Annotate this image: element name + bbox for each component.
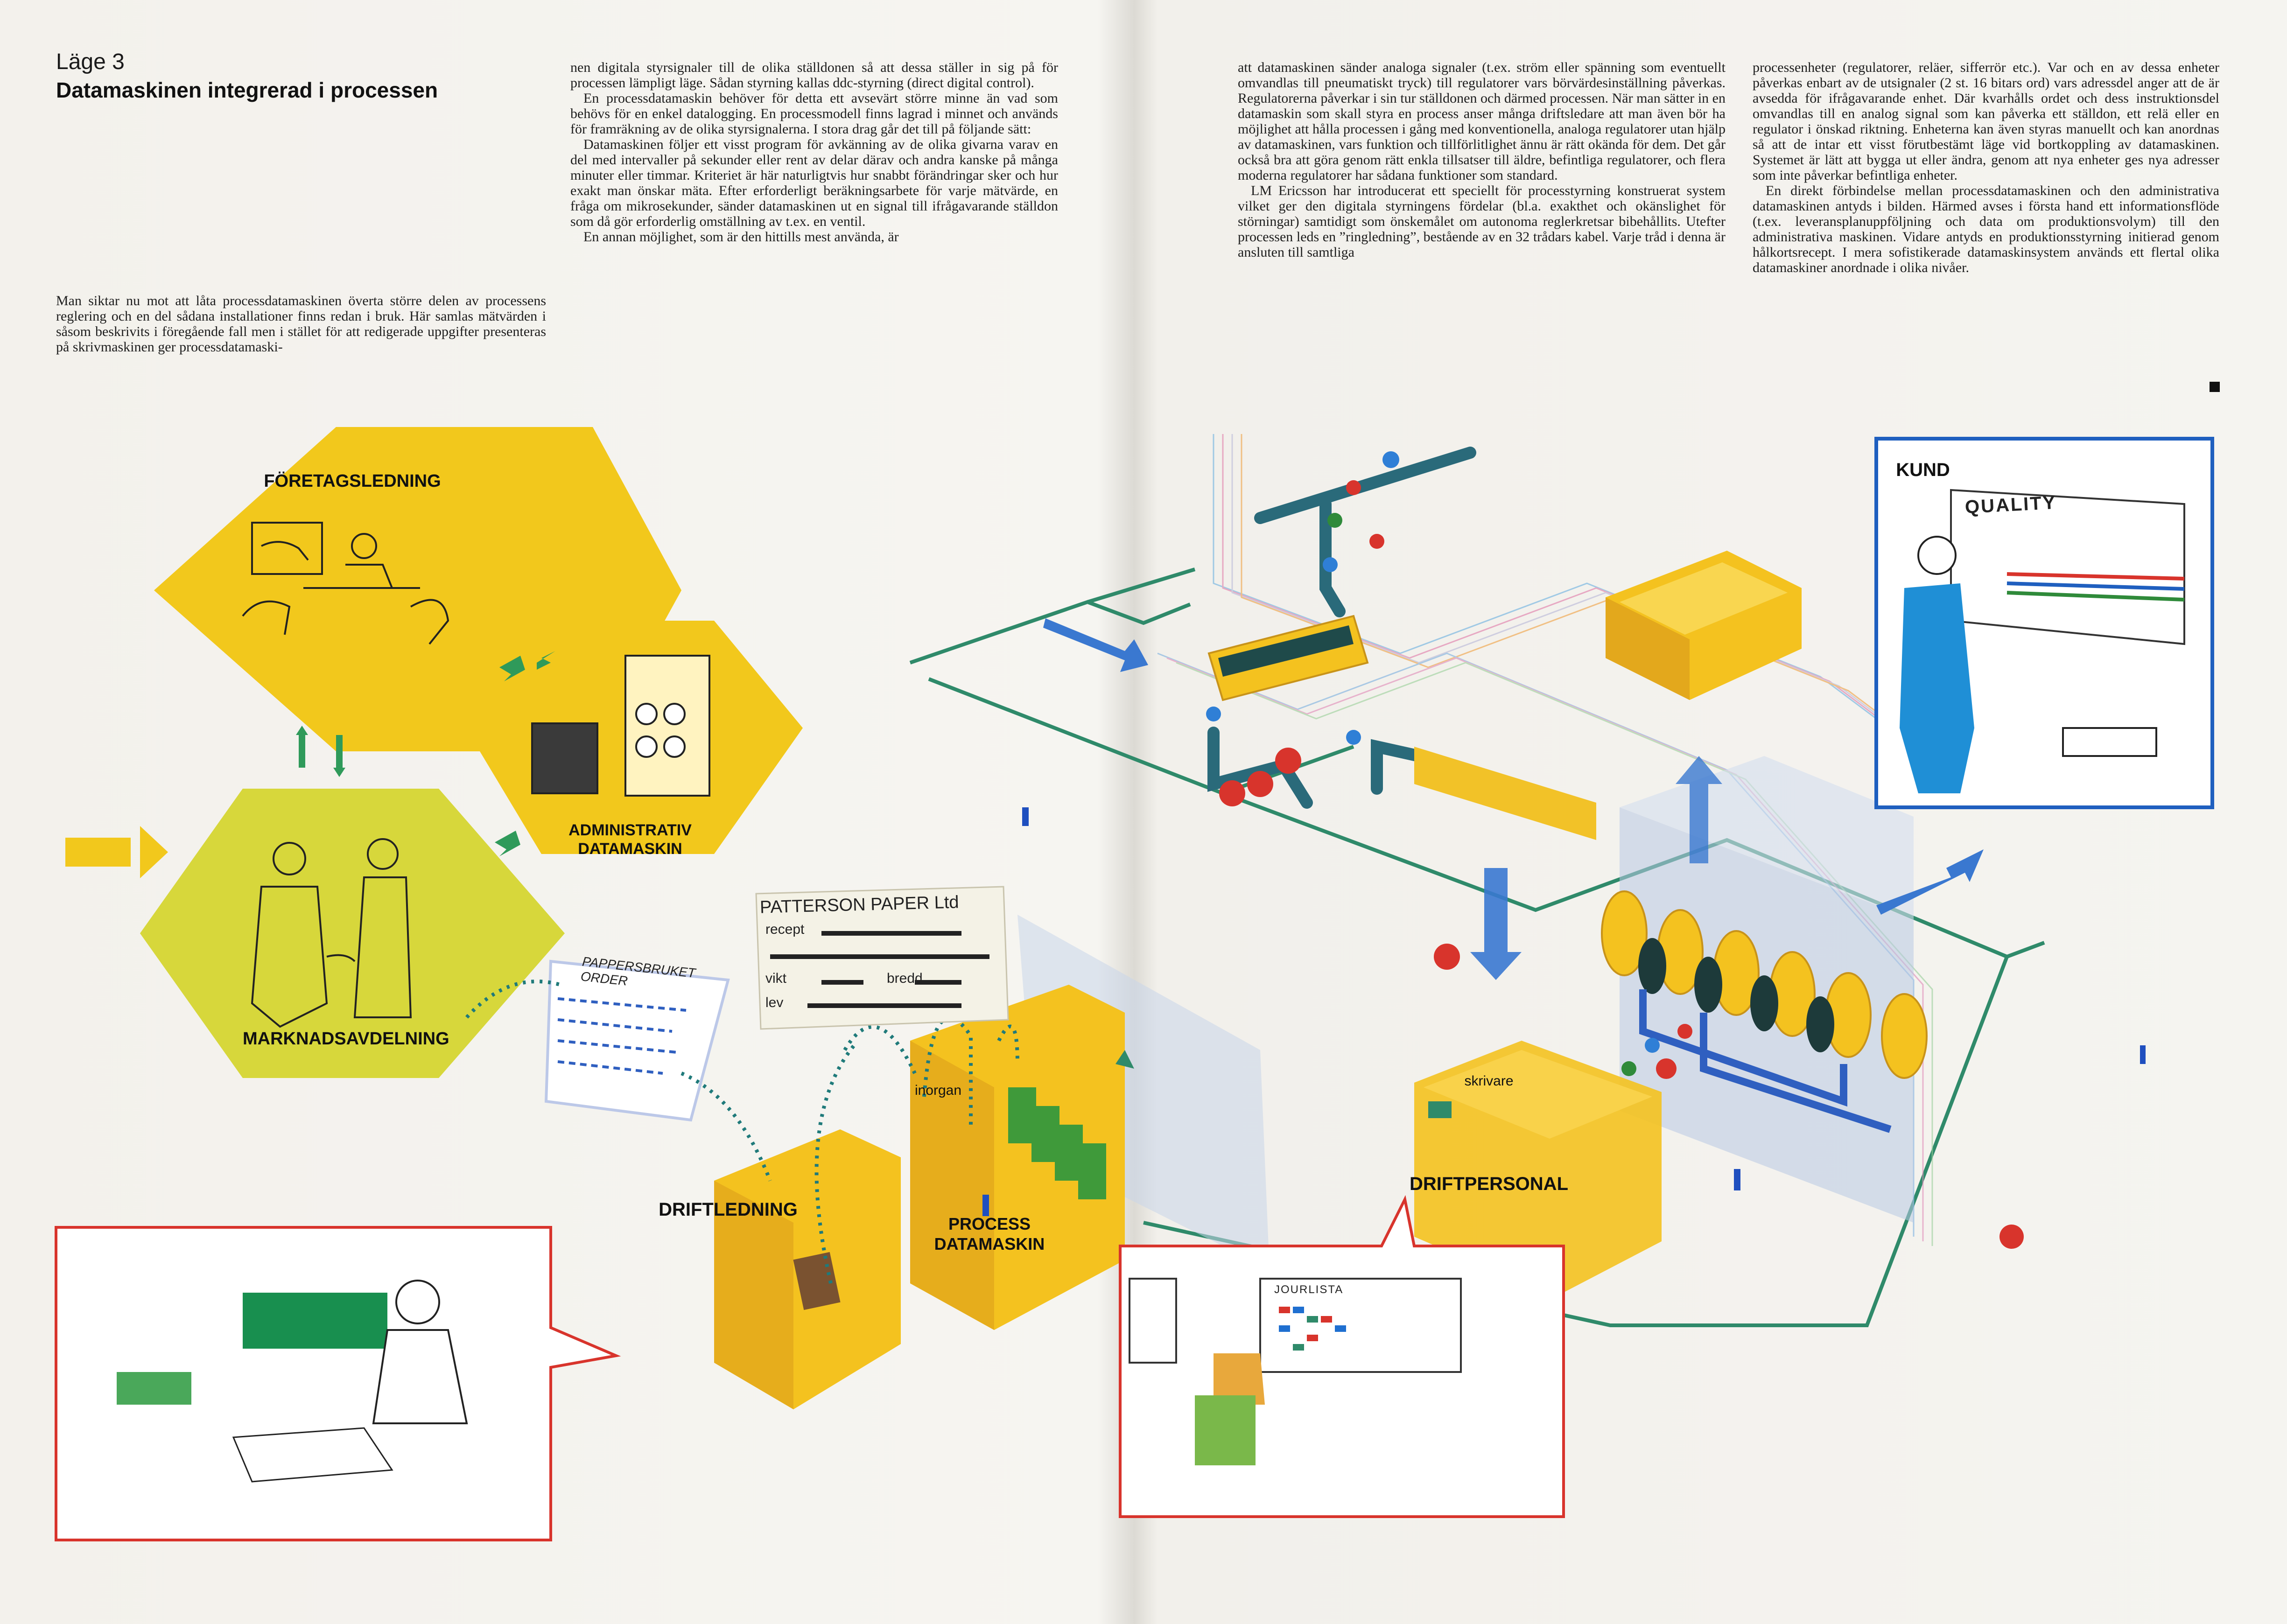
process-computer-label-1: PROCESS (948, 1214, 1031, 1233)
text-column-1: Man siktar nu mot att låta processdatama… (56, 293, 546, 355)
driftledning-callout (55, 1226, 621, 1541)
end-mark (2210, 382, 2220, 392)
pipework (1207, 447, 1476, 809)
order-card-recipe: recept (765, 922, 805, 937)
order-sheet (544, 959, 730, 1122)
green-wedge (1115, 1050, 1134, 1069)
operating-room-box (1414, 1041, 1662, 1297)
customer-panel (1874, 437, 2214, 809)
paragraph: nen digitala styrsignaler till de olika … (570, 60, 1058, 91)
flow-arrows (1043, 618, 1984, 980)
text-column-3: att datamaskinen sänder analoga signaler… (1238, 60, 1726, 260)
order-card-width: bredd (887, 971, 923, 986)
order-card-delivery: lev (765, 995, 784, 1010)
paragraph: Man siktar nu mot att låta processdatama… (56, 293, 546, 355)
section-heading: Läge 3 Datamaskinen integrerad i process… (56, 49, 438, 103)
printer-label: skrivare (1464, 1073, 1514, 1089)
process-computer-label-2: DATAMASKIN (934, 1234, 1045, 1253)
workers (982, 807, 2146, 1216)
paragraph: processenheter (regulatorer, reläer, sif… (1753, 60, 2219, 183)
order-card (755, 886, 1009, 1030)
signal-lines (909, 567, 2045, 1327)
sensors (1206, 451, 1692, 1076)
process-computer-box (910, 985, 1125, 1330)
log-board-title: JOURLISTA (1274, 1283, 1344, 1296)
paragraph: En direkt förbindelse mellan processdata… (1753, 183, 2219, 275)
marketing-label: MARKNADSAVDELNING (243, 1029, 449, 1049)
paragraph: Datamaskinen följer ett visst program fö… (570, 137, 1058, 229)
signal-wiring (1157, 434, 1942, 1246)
upper-yellow-box (1606, 551, 1802, 700)
dryer-drums (1638, 938, 1834, 1052)
paragraph: att datamaskinen sänder analoga signaler… (1238, 60, 1726, 183)
marketing-hex (140, 789, 565, 1078)
exchange-arrows (296, 651, 555, 856)
admin-computer-drawing (531, 655, 710, 797)
management-label: FÖRETAGSLEDNING (264, 471, 441, 491)
marketing-drawing (251, 838, 412, 1028)
paragraph: En processdatamaskin behöver för detta e… (570, 91, 1058, 137)
blue-process-pipes (1639, 989, 1892, 1133)
management-drawing (242, 522, 449, 645)
paragraph: En annan möjlighet, som är den hittills … (583, 229, 899, 245)
section-label: Läge 3 (56, 49, 125, 74)
paragraph: LM Ericsson har introducerat ett speciel… (1238, 183, 1726, 260)
operating-staff-label: DRIFTPERSONAL (1410, 1174, 1568, 1194)
text-column-4: processenheter (regulatorer, reläer, sif… (1753, 60, 2219, 275)
input-label: inorgan (914, 1083, 962, 1098)
admin-computer-label-1: ADMINISTRATIV (568, 821, 692, 839)
pumps (1219, 748, 2024, 1249)
section-title: Datamaskinen integrerad i processen (56, 78, 438, 102)
customer-label: KUND (1896, 460, 1950, 480)
order-card-weight: vikt (765, 971, 786, 986)
input-arrow (65, 826, 168, 878)
paper-stream (1414, 747, 1596, 840)
operations-management-label: DRIFTLEDNING (659, 1199, 798, 1220)
driftpersonal-callout (1119, 1195, 1565, 1518)
operations-management-box (714, 1129, 901, 1409)
text-column-2: nen digitala styrsignaler till de olika … (570, 60, 1058, 245)
admin-computer-label-2: DATAMASKIN (578, 840, 682, 858)
